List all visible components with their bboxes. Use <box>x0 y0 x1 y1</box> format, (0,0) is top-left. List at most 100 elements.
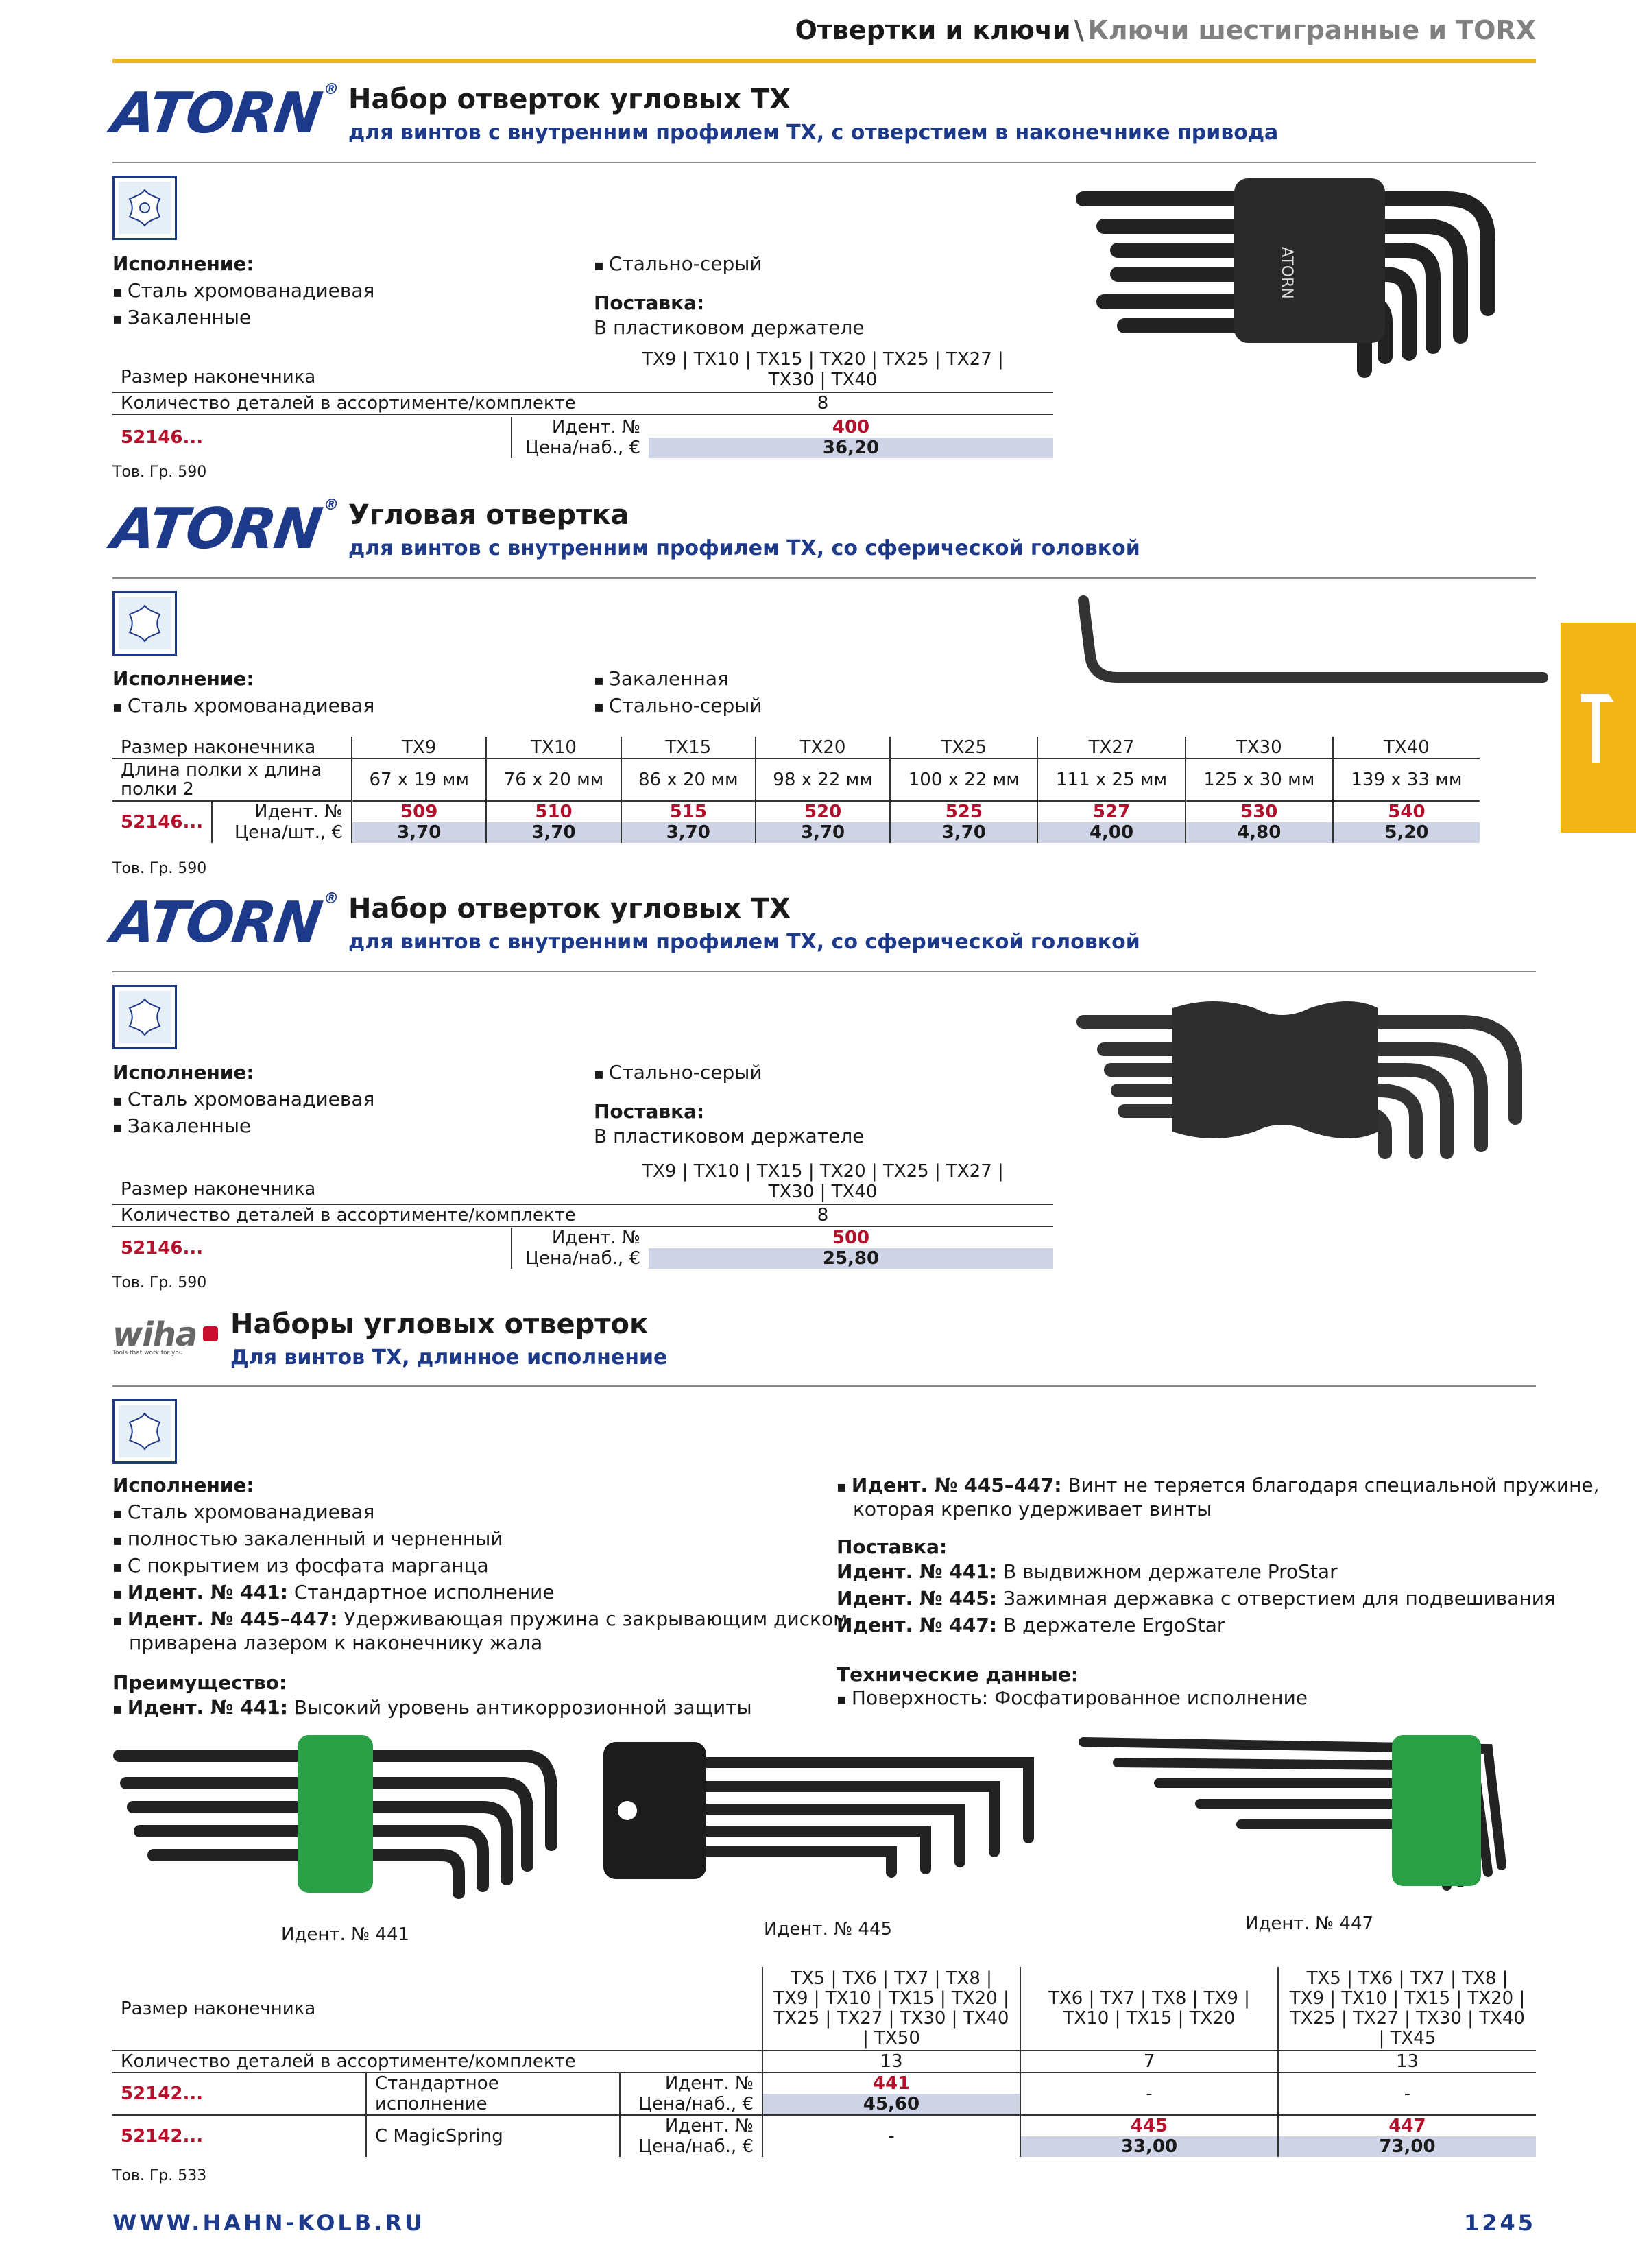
article-number[interactable]: 52146... <box>121 1238 204 1258</box>
divider <box>112 971 1536 972</box>
ident-value[interactable]: 441 <box>762 2073 1020 2094</box>
empty-cell: - <box>762 2115 1020 2157</box>
tech-heading: Технические данные: <box>837 1663 1079 1686</box>
size-cell: TX30 <box>1184 737 1333 759</box>
ident-value[interactable]: 445 <box>1020 2115 1278 2136</box>
spec-item: С покрытием из фосфата марганца <box>112 1552 489 1581</box>
price-value: 36,20 <box>649 438 1053 458</box>
ident-label: Идент. № <box>511 1228 649 1248</box>
spec-item-cont: приварена лазером к наконечнику жала <box>129 1632 543 1654</box>
length-cell: 139 х 33 мм <box>1332 759 1480 801</box>
price-value: 73,00 <box>1277 2136 1536 2157</box>
size-label: Размер наконечника <box>121 1998 316 2019</box>
image-caption: Идент. № 447 <box>1245 1913 1374 1934</box>
price-value: 3,70 <box>485 822 621 843</box>
hammer-icon <box>1581 694 1614 763</box>
qty-label: Количество деталей в ассортименте/компле… <box>112 392 592 415</box>
size-cell: TX5 | TX6 | TX7 | TX8 |TX9 | TX10 | TX15… <box>762 1967 1020 2051</box>
spec-item: Закаленные <box>112 1112 251 1142</box>
page-number: 1245 <box>1463 2210 1536 2236</box>
spec-item: Закаленные <box>112 304 251 333</box>
torx-icon <box>112 985 177 1049</box>
article-number[interactable]: 52146... <box>121 812 204 833</box>
delivery-item: Идент. № 447: В держателе ErgoStar <box>837 1614 1225 1636</box>
spec-item: полностью закаленный и черненный <box>112 1525 503 1555</box>
ident-value[interactable]: 527 <box>1037 801 1186 822</box>
article-number[interactable]: 52142... <box>112 2073 366 2116</box>
ident-value[interactable]: 520 <box>754 801 891 822</box>
spec-item: Стально-серый <box>594 250 762 280</box>
ident-label: Идент. № <box>211 801 352 822</box>
delivery-text: В пластиковом держателе <box>594 316 865 339</box>
price-table: 52146... Идент. № 400 Цена/наб., € 36,20 <box>112 417 1053 458</box>
section-subtitle: Для винтов TX, длинное исполнение <box>230 1346 668 1370</box>
price-value: 33,00 <box>1020 2136 1278 2157</box>
price-value: 45,60 <box>762 2094 1020 2115</box>
image-caption: Идент. № 445 <box>764 1919 893 1939</box>
size-value: TX9 | TX10 | TX15 | TX20 | TX25 | TX27 |… <box>592 1159 1053 1205</box>
size-cell: TX15 <box>620 737 756 759</box>
size-label: Размер наконечника <box>112 347 592 393</box>
spec-item: Сталь хромованадиевая <box>112 1086 374 1115</box>
variant-desc: С MagicSpring <box>365 2115 620 2157</box>
ident-value[interactable]: 515 <box>620 801 756 822</box>
spec-heading: Исполнение: <box>112 1474 254 1496</box>
divider <box>112 1385 1536 1387</box>
chapter-tab[interactable] <box>1561 623 1636 833</box>
svg-text:ATORN: ATORN <box>1278 247 1295 299</box>
ident-value[interactable]: 510 <box>485 801 621 822</box>
wiha-logo: wiha Tools that work for you <box>112 1315 222 1357</box>
header-separator: \ <box>1074 15 1084 45</box>
ident-value[interactable]: 525 <box>889 801 1038 822</box>
goods-group: Тов. Гр. 590 <box>112 1274 207 1291</box>
spec-heading: Исполнение: <box>112 1061 254 1084</box>
price-label: Цена/шт., € <box>211 822 352 843</box>
qty-label: Количество деталей в ассортименте/компле… <box>121 2051 576 2072</box>
spec-item: Сталь хромованадиевая <box>112 1499 374 1528</box>
ident-value[interactable]: 400 <box>832 417 870 438</box>
empty-cell: - <box>1020 2073 1278 2116</box>
atorn-logo: ATORN® <box>108 497 339 562</box>
size-label: Размер наконечника <box>112 1159 592 1205</box>
price-value: 3,70 <box>754 822 891 843</box>
spec-item: Стально-серый <box>594 1059 762 1088</box>
section-subtitle: для винтов с внутренним профилем TX, с о… <box>348 121 1279 145</box>
ident-value[interactable]: 500 <box>832 1228 870 1248</box>
ident-value[interactable]: 540 <box>1332 801 1480 822</box>
torx-icon <box>112 176 177 240</box>
tech-item: Поверхность: Фосфатированное исполнение <box>837 1684 1308 1714</box>
article-number[interactable]: 52142... <box>121 2126 204 2147</box>
torx-icon <box>112 591 177 656</box>
footer-url[interactable]: WWW.HAHN-KOLB.RU <box>112 2210 425 2236</box>
section-title: Угловая отвертка <box>348 499 629 531</box>
ident-value[interactable]: 509 <box>351 801 487 822</box>
header-category: Отвертки и ключи <box>795 15 1071 45</box>
spec-item: Идент. № 441: Стандартное исполнение <box>112 1579 555 1608</box>
price-value: 3,70 <box>889 822 1038 843</box>
spec-item: Сталь хромованадиевая <box>112 277 374 307</box>
variant-desc: Стандартное исполнение <box>365 2073 620 2116</box>
ident-value[interactable]: 530 <box>1184 801 1333 822</box>
goods-group: Тов. Гр. 590 <box>112 860 207 877</box>
size-cell: TX10 <box>485 737 621 759</box>
size-cell: TX6 | TX7 | TX8 | TX9 |TX10 | TX15 | TX2… <box>1020 1967 1278 2051</box>
price-value: 25,80 <box>649 1248 1053 1269</box>
section-title: Набор отверток угловых TX <box>348 84 791 115</box>
price-label: Цена/наб., € <box>511 438 649 458</box>
ident-value[interactable]: 447 <box>1277 2115 1536 2136</box>
qty-value: 13 <box>1277 2051 1536 2073</box>
spec-table: Размер наконечника TX9 | TX10 | TX15 | T… <box>112 347 1053 415</box>
size-table: Размер наконечника TX9 TX10 TX15 TX20 TX… <box>112 737 1480 843</box>
product-image <box>1078 595 1548 683</box>
price-value: 4,00 <box>1037 822 1186 843</box>
price-value: 3,70 <box>351 822 487 843</box>
product-image: ATORN <box>1076 178 1495 378</box>
torx-icon <box>112 1399 177 1464</box>
length-cell: 100 х 22 мм <box>889 759 1038 801</box>
advantage-item: Идент. № 441: Высокий уровень антикорроз… <box>112 1694 752 1723</box>
article-number[interactable]: 52146... <box>121 427 204 448</box>
size-value: TX9 | TX10 | TX15 | TX20 | TX25 | TX27 |… <box>592 347 1053 393</box>
goods-group: Тов. Гр. 533 <box>112 2167 207 2184</box>
page-header: Отвертки и ключи \ Ключи шестигранные и … <box>112 15 1536 63</box>
